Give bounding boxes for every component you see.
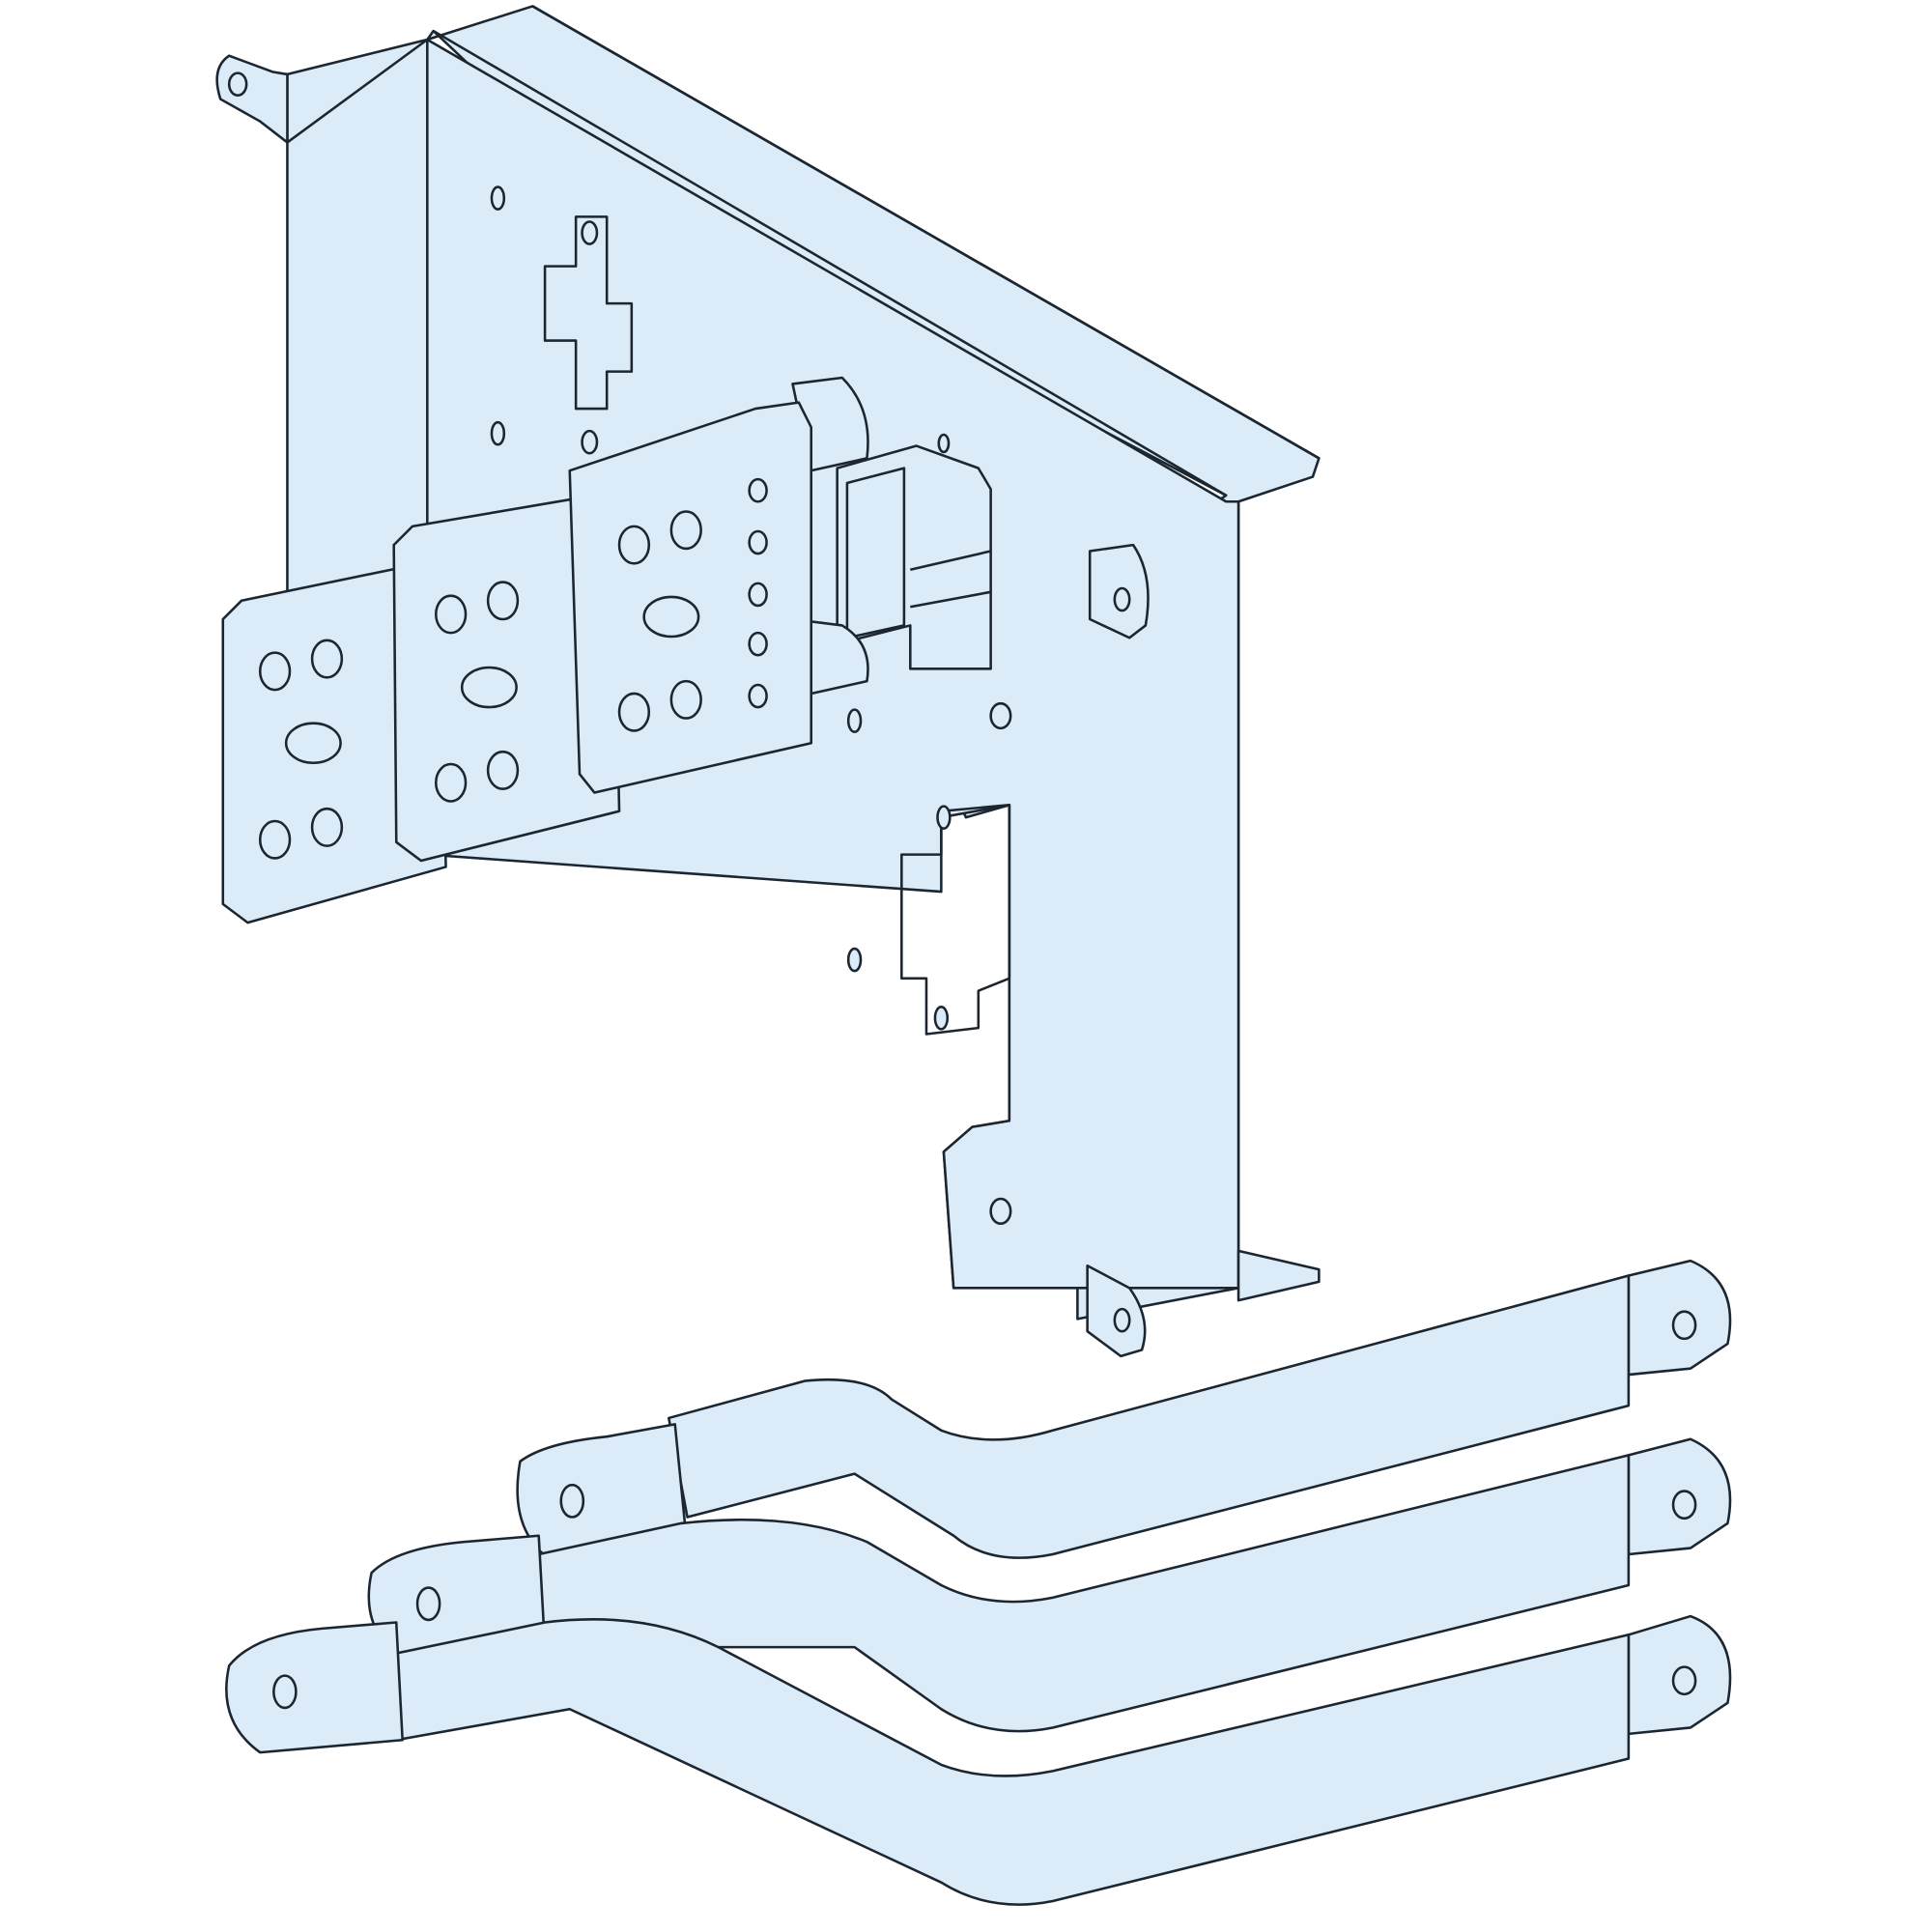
terminal-plate — [392, 494, 621, 863]
knockout-cutout — [543, 215, 634, 411]
terminal-plate — [568, 401, 813, 794]
busbar — [516, 1259, 1732, 1562]
busbar — [367, 1437, 1732, 1733]
right-mounting-tab — [1086, 1264, 1147, 1358]
terminal-plate — [221, 562, 447, 924]
busbar — [225, 1614, 1732, 1906]
knockout-cutout — [900, 804, 1011, 1036]
mounting-hole — [227, 71, 248, 97]
